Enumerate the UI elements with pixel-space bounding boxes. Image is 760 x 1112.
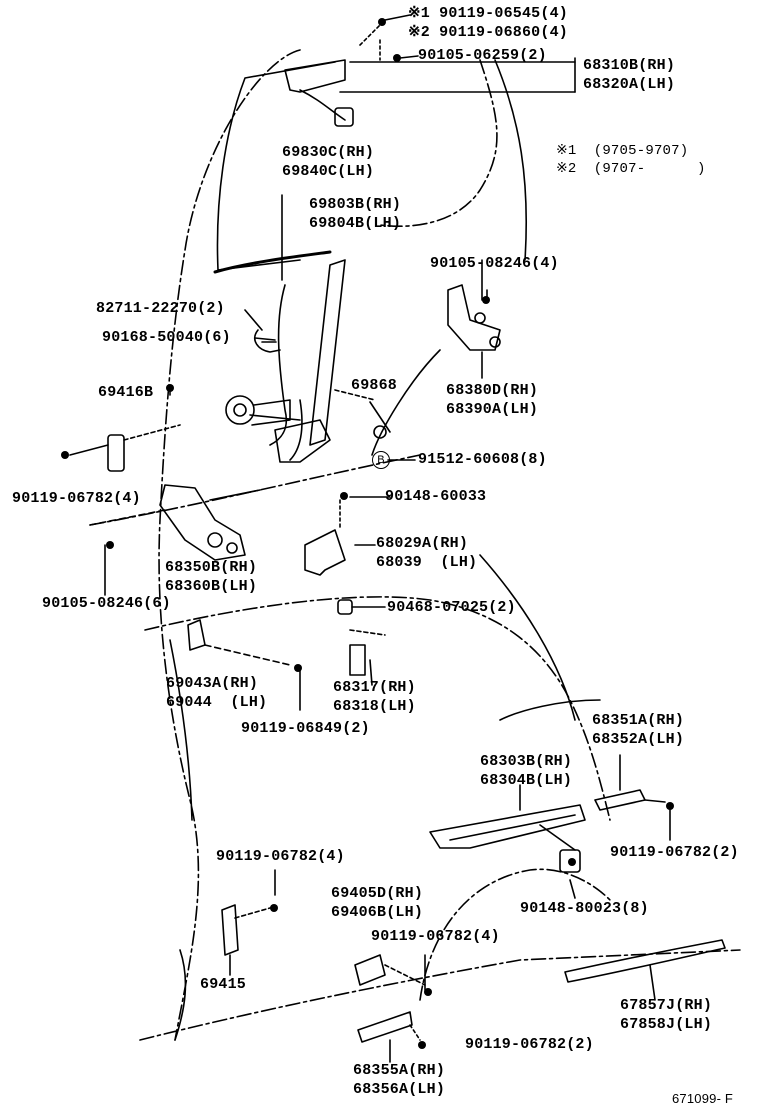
part-69804b: 69804B(LH) [309, 215, 402, 232]
bolt-icons [61, 18, 674, 1049]
part-90119-06782-2b: 90119-06782(2) [465, 1036, 594, 1053]
bolt-icon [106, 541, 114, 549]
bolt-icon [378, 18, 386, 26]
bolt-icon [166, 384, 174, 392]
part-68380d: 68380D(RH) [446, 382, 539, 399]
latch-69416b-shape [107, 434, 125, 472]
side-line [139, 949, 741, 1041]
part-69830c: 69830C(RH) [282, 144, 375, 161]
part-69044: 69044 (LH) [166, 694, 268, 711]
legend-note-1: ※1 90119-06545(4) [408, 5, 568, 22]
part-90168: 90168-50040(6) [102, 329, 231, 346]
legend-range-2: ※2 (9707- ) [556, 161, 706, 177]
bolt-icon [61, 451, 69, 459]
upper-hinge-shape [284, 59, 346, 93]
part-68029a: 68029A(RH) [376, 535, 469, 552]
bolt-icon [270, 904, 278, 912]
part-68352a: 68352A(LH) [592, 731, 685, 748]
part-68355a: 68355A(RH) [353, 1062, 446, 1079]
body-pillar [379, 59, 498, 228]
part-90119-06782-4a: 90119-06782(4) [12, 490, 141, 507]
part-68350b: 68350B(RH) [165, 559, 258, 576]
part-68039: 68039 (LH) [376, 554, 478, 571]
striker-69415-shape [221, 904, 239, 956]
legend-note-2: ※2 90119-06860(4) [408, 24, 568, 41]
bolt-icon [340, 492, 348, 500]
bolt-icon [482, 296, 490, 304]
rail-cover-shape [357, 1011, 413, 1043]
wheel-arch [419, 868, 611, 1001]
moulding-shape [564, 939, 726, 983]
part-68320a: 68320A(LH) [583, 76, 676, 93]
lower-rail-shape [429, 804, 586, 849]
part-68360b: 68360B(LH) [165, 578, 258, 595]
part-90105-08246-4: 90105-08246(4) [430, 255, 559, 272]
part-69803b: 69803B(RH) [309, 196, 402, 213]
part-68318: 68318(LH) [333, 698, 416, 715]
part-68304b: 68304B(LH) [480, 772, 573, 789]
window-frame-outer [216, 61, 336, 271]
bolt-icon [294, 664, 302, 672]
legend-range-1: ※1 (9705-9707) [556, 143, 689, 159]
body-pillar-right [494, 59, 527, 261]
part-90105-08246-6: 90105-08246(6) [42, 595, 171, 612]
quarter-panel [144, 596, 611, 821]
bolt-icon [666, 802, 674, 810]
bolt-icon [393, 54, 401, 62]
bolt-icon [568, 858, 576, 866]
part-90119-06782-4b: 90119-06782(4) [216, 848, 345, 865]
part-68317: 68317(RH) [333, 679, 416, 696]
door-outline [158, 49, 301, 1041]
figure-id: 671099- F [672, 1091, 734, 1106]
part-67857j: 67857J(RH) [620, 997, 713, 1014]
part-69416b: 69416B [98, 384, 154, 401]
part-82711: 82711-22270(2) [96, 300, 225, 317]
part-90148-80023: 90148-80023(8) [520, 900, 649, 917]
regulator-cable [269, 284, 288, 446]
regulator-rail [309, 259, 346, 446]
part-90105-06259: 90105-06259(2) [418, 47, 547, 64]
part-68310b: 68310B(RH) [583, 57, 676, 74]
door-edge-lower [174, 949, 187, 1041]
part-90119-06782-4c: 90119-06782(4) [371, 928, 500, 945]
part-68303b: 68303B(RH) [480, 753, 573, 770]
callout-b: B [372, 451, 390, 469]
bolt-icon [424, 988, 432, 996]
part-69043a: 69043A(RH) [166, 675, 259, 692]
part-67858j: 67858J(LH) [620, 1016, 713, 1033]
part-69840c: 69840C(LH) [282, 163, 375, 180]
part-68351a: 68351A(RH) [592, 712, 685, 729]
part-90119-06849: 90119-06849(2) [241, 720, 370, 737]
rear-glass [479, 554, 576, 721]
part-68356a: 68356A(LH) [353, 1081, 446, 1098]
window-frame-line [213, 250, 332, 274]
part-69868: 69868 [351, 377, 398, 394]
part-69415: 69415 [200, 976, 247, 993]
lower-hinge-shape [447, 284, 501, 351]
door-inner-line [169, 639, 193, 821]
bracket-68351a-shape [594, 789, 646, 811]
part-90148-60033: 90148-60033 [385, 488, 487, 505]
part-91512: 91512-60608(8) [418, 451, 547, 468]
part-90468: 90468-07025(2) [387, 599, 516, 616]
bolt-icon [418, 1041, 426, 1049]
part-69405d: 69405D(RH) [331, 885, 424, 902]
striker-bracket-shape [304, 529, 346, 576]
regulator-motor-shape [225, 395, 255, 425]
part-90119-06782-2a: 90119-06782(2) [610, 844, 739, 861]
part-69406b: 69406B(LH) [331, 904, 424, 921]
part-68390a: 68390A(LH) [446, 401, 539, 418]
door-lock-shape [159, 484, 246, 561]
rear-window-inner [499, 699, 601, 721]
